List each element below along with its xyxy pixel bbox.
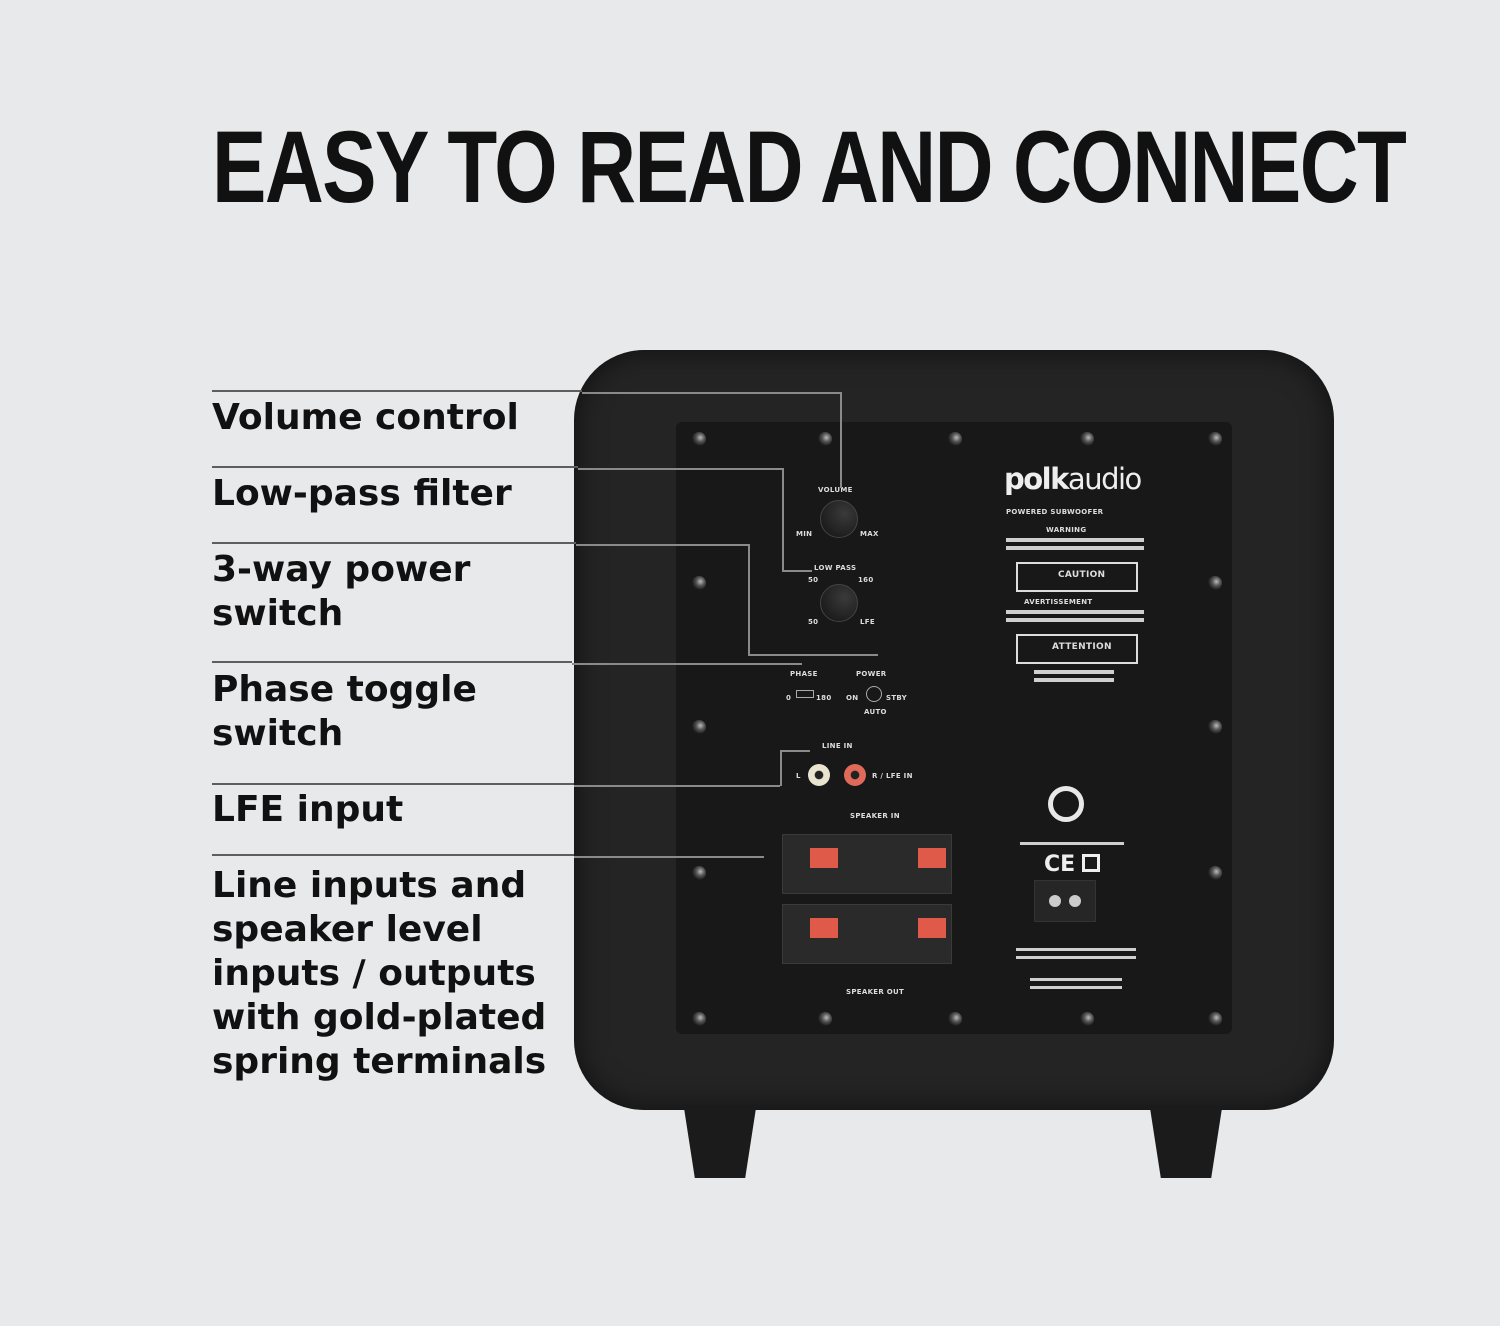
fuse-holder[interactable]: [1048, 786, 1084, 822]
callout-rule: [212, 390, 582, 392]
callout-leader: [578, 468, 782, 470]
product-label: POWERED SUBWOOFER: [1006, 508, 1104, 516]
power-inlet[interactable]: [1034, 880, 1096, 922]
callout-leader: [582, 392, 840, 394]
speaker-out-label: SPEAKER OUT: [846, 988, 905, 996]
attention-box: ATTENTION: [1016, 634, 1138, 664]
speaker-in-label: SPEAKER IN: [850, 812, 900, 820]
screw-icon: [818, 1012, 832, 1026]
screw-icon: [818, 432, 832, 446]
callout-rule: [212, 854, 574, 856]
power-auto-label: AUTO: [864, 708, 887, 716]
callout-leader: [748, 544, 750, 654]
screw-icon: [1080, 1012, 1094, 1026]
terminal-red-tab: [918, 918, 946, 938]
caution-box: CAUTION: [1016, 562, 1138, 592]
terminal-red-tab: [918, 848, 946, 868]
rating-text: [1020, 842, 1124, 845]
callout-leader: [840, 392, 842, 488]
screw-icon: [1208, 720, 1222, 734]
screw-icon: [948, 1012, 962, 1026]
attention-text: [1030, 978, 1122, 981]
warning-text: [1034, 670, 1114, 674]
power-label: POWER: [856, 670, 887, 678]
headline: EASY TO READ AND CONNECT: [212, 110, 1407, 224]
low-pass-lo-label: 50: [808, 618, 819, 626]
callout-leader: [782, 570, 812, 572]
low-pass-min-label: 50: [808, 576, 819, 584]
phase-180-label: 180: [816, 694, 832, 702]
callout-lfe-input: LFE input: [212, 789, 404, 830]
power-on-label: ON: [846, 694, 859, 702]
caution-text: [1016, 956, 1136, 959]
callout-volume-control: Volume control: [212, 397, 519, 438]
volume-knob[interactable]: [820, 500, 858, 538]
warning-text: [1006, 538, 1144, 542]
double-insulation-icon: [1082, 854, 1100, 872]
callout-leader: [574, 785, 780, 787]
callout-low-pass-filter: Low-pass filter: [212, 473, 512, 514]
warning-text: [1006, 618, 1144, 622]
screw-icon: [1208, 1012, 1222, 1026]
callout-rule: [212, 661, 572, 663]
callout-leader: [782, 468, 784, 570]
callout-leader: [572, 663, 802, 665]
callout-leader: [576, 544, 748, 546]
screw-icon: [692, 432, 706, 446]
volume-max-label: MAX: [860, 530, 879, 538]
callout-rule: [212, 466, 578, 468]
callout-leader: [574, 856, 764, 858]
callout-rule: [212, 542, 576, 544]
low-pass-knob[interactable]: [820, 584, 858, 622]
rca-right-lfe-jack[interactable]: [844, 764, 866, 786]
phase-label: PHASE: [790, 670, 818, 678]
callout-rule: [212, 783, 574, 785]
screw-icon: [948, 432, 962, 446]
screw-icon: [1208, 432, 1222, 446]
screw-icon: [1208, 866, 1222, 880]
callout-leader: [748, 654, 878, 656]
line-in-right-label: R / LFE IN: [872, 772, 913, 780]
ce-mark-icon: CE: [1044, 852, 1076, 877]
warning-text: [1006, 610, 1144, 614]
avertissement-label: AVERTISSEMENT: [1024, 598, 1093, 606]
phase-toggle-switch[interactable]: [796, 690, 814, 698]
lfe-mode-label: LFE: [860, 618, 875, 626]
line-in-left-label: L: [796, 772, 801, 780]
line-in-label: LINE IN: [822, 742, 853, 750]
power-switch[interactable]: [866, 686, 882, 702]
warning-text: [1034, 678, 1114, 682]
screw-icon: [692, 1012, 706, 1026]
attention-text: [1030, 986, 1122, 989]
subwoofer-foot-right: [1150, 1108, 1222, 1178]
screw-icon: [1080, 432, 1094, 446]
callout-leader: [780, 750, 810, 752]
subwoofer-foot-left: [684, 1108, 756, 1178]
terminal-red-tab: [810, 848, 838, 868]
terminal-red-tab: [810, 918, 838, 938]
callout-leader: [780, 750, 782, 786]
screw-icon: [692, 576, 706, 590]
screw-icon: [692, 866, 706, 880]
volume-label: VOLUME: [818, 486, 853, 494]
caution-text: [1016, 948, 1136, 951]
low-pass-label: LOW PASS: [814, 564, 857, 572]
rca-left-jack[interactable]: [808, 764, 830, 786]
rear-panel: [676, 422, 1232, 1034]
callout-line-speaker-inputs: Line inputs and speaker level inputs / o…: [212, 865, 547, 1082]
brand-logo: polkaudio: [1004, 462, 1142, 496]
power-stby-label: STBY: [886, 694, 908, 702]
low-pass-max-label: 160: [858, 576, 874, 584]
volume-min-label: MIN: [796, 530, 813, 538]
phase-0-label: 0: [786, 694, 792, 702]
warning-text: [1006, 546, 1144, 550]
screw-icon: [1208, 576, 1222, 590]
warning-label: WARNING: [1046, 526, 1087, 534]
screw-icon: [692, 720, 706, 734]
